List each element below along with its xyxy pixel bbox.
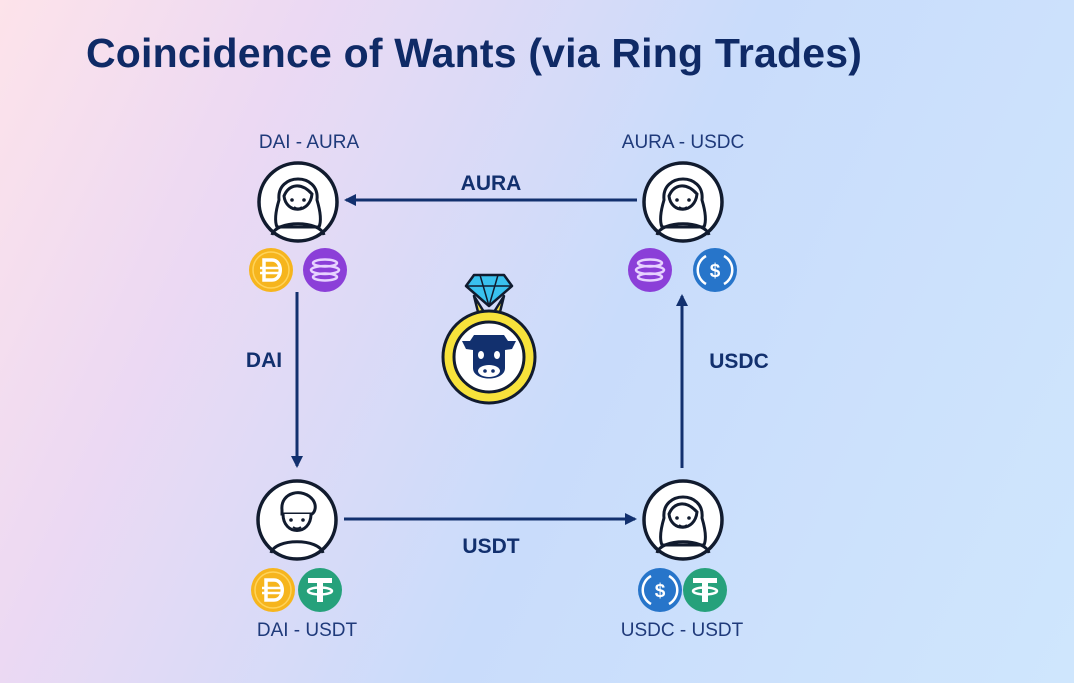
node-bottom-left: DAI - USDT (249, 479, 358, 641)
node-label-top-right: AURA - USDC (622, 132, 744, 153)
usdc-token-icon (691, 246, 739, 294)
node-label-bottom-left: DAI - USDT (257, 620, 358, 641)
aura-token-icon (301, 246, 349, 294)
usdt-token-icon (296, 566, 344, 614)
node-top-right: AURA - USDC (622, 132, 744, 294)
edge-bottom-usdt: USDT (344, 513, 637, 558)
trader-avatar-icon (642, 161, 724, 243)
edge-right-usdc: USDC (676, 294, 769, 468)
edge-left-dai: DAI (246, 292, 303, 468)
node-top-left: DAI - AURA (247, 132, 360, 294)
trader-avatar-icon (257, 161, 339, 243)
aura-token-icon (626, 246, 674, 294)
node-label-bottom-right: USDC - USDT (621, 620, 744, 641)
edge-label-aura: AURA (461, 172, 522, 195)
usdt-token-icon (681, 566, 729, 614)
edge-label-usdt: USDT (462, 535, 519, 558)
trader-avatar-icon (256, 479, 338, 561)
dai-token-icon (249, 566, 297, 614)
node-bottom-right: USDC - USDT (621, 479, 744, 641)
node-label-top-left: DAI - AURA (259, 132, 360, 153)
usdc-token-icon (636, 566, 684, 614)
edge-top-aura: AURA (344, 172, 637, 206)
page-title: Coincidence of Wants (via Ring Trades) (86, 30, 863, 76)
trader-avatar-icon (642, 479, 724, 561)
edge-label-usdc: USDC (709, 350, 769, 373)
dai-token-icon (247, 246, 295, 294)
edge-label-dai: DAI (246, 349, 282, 372)
cow-ring-icon (441, 273, 537, 405)
